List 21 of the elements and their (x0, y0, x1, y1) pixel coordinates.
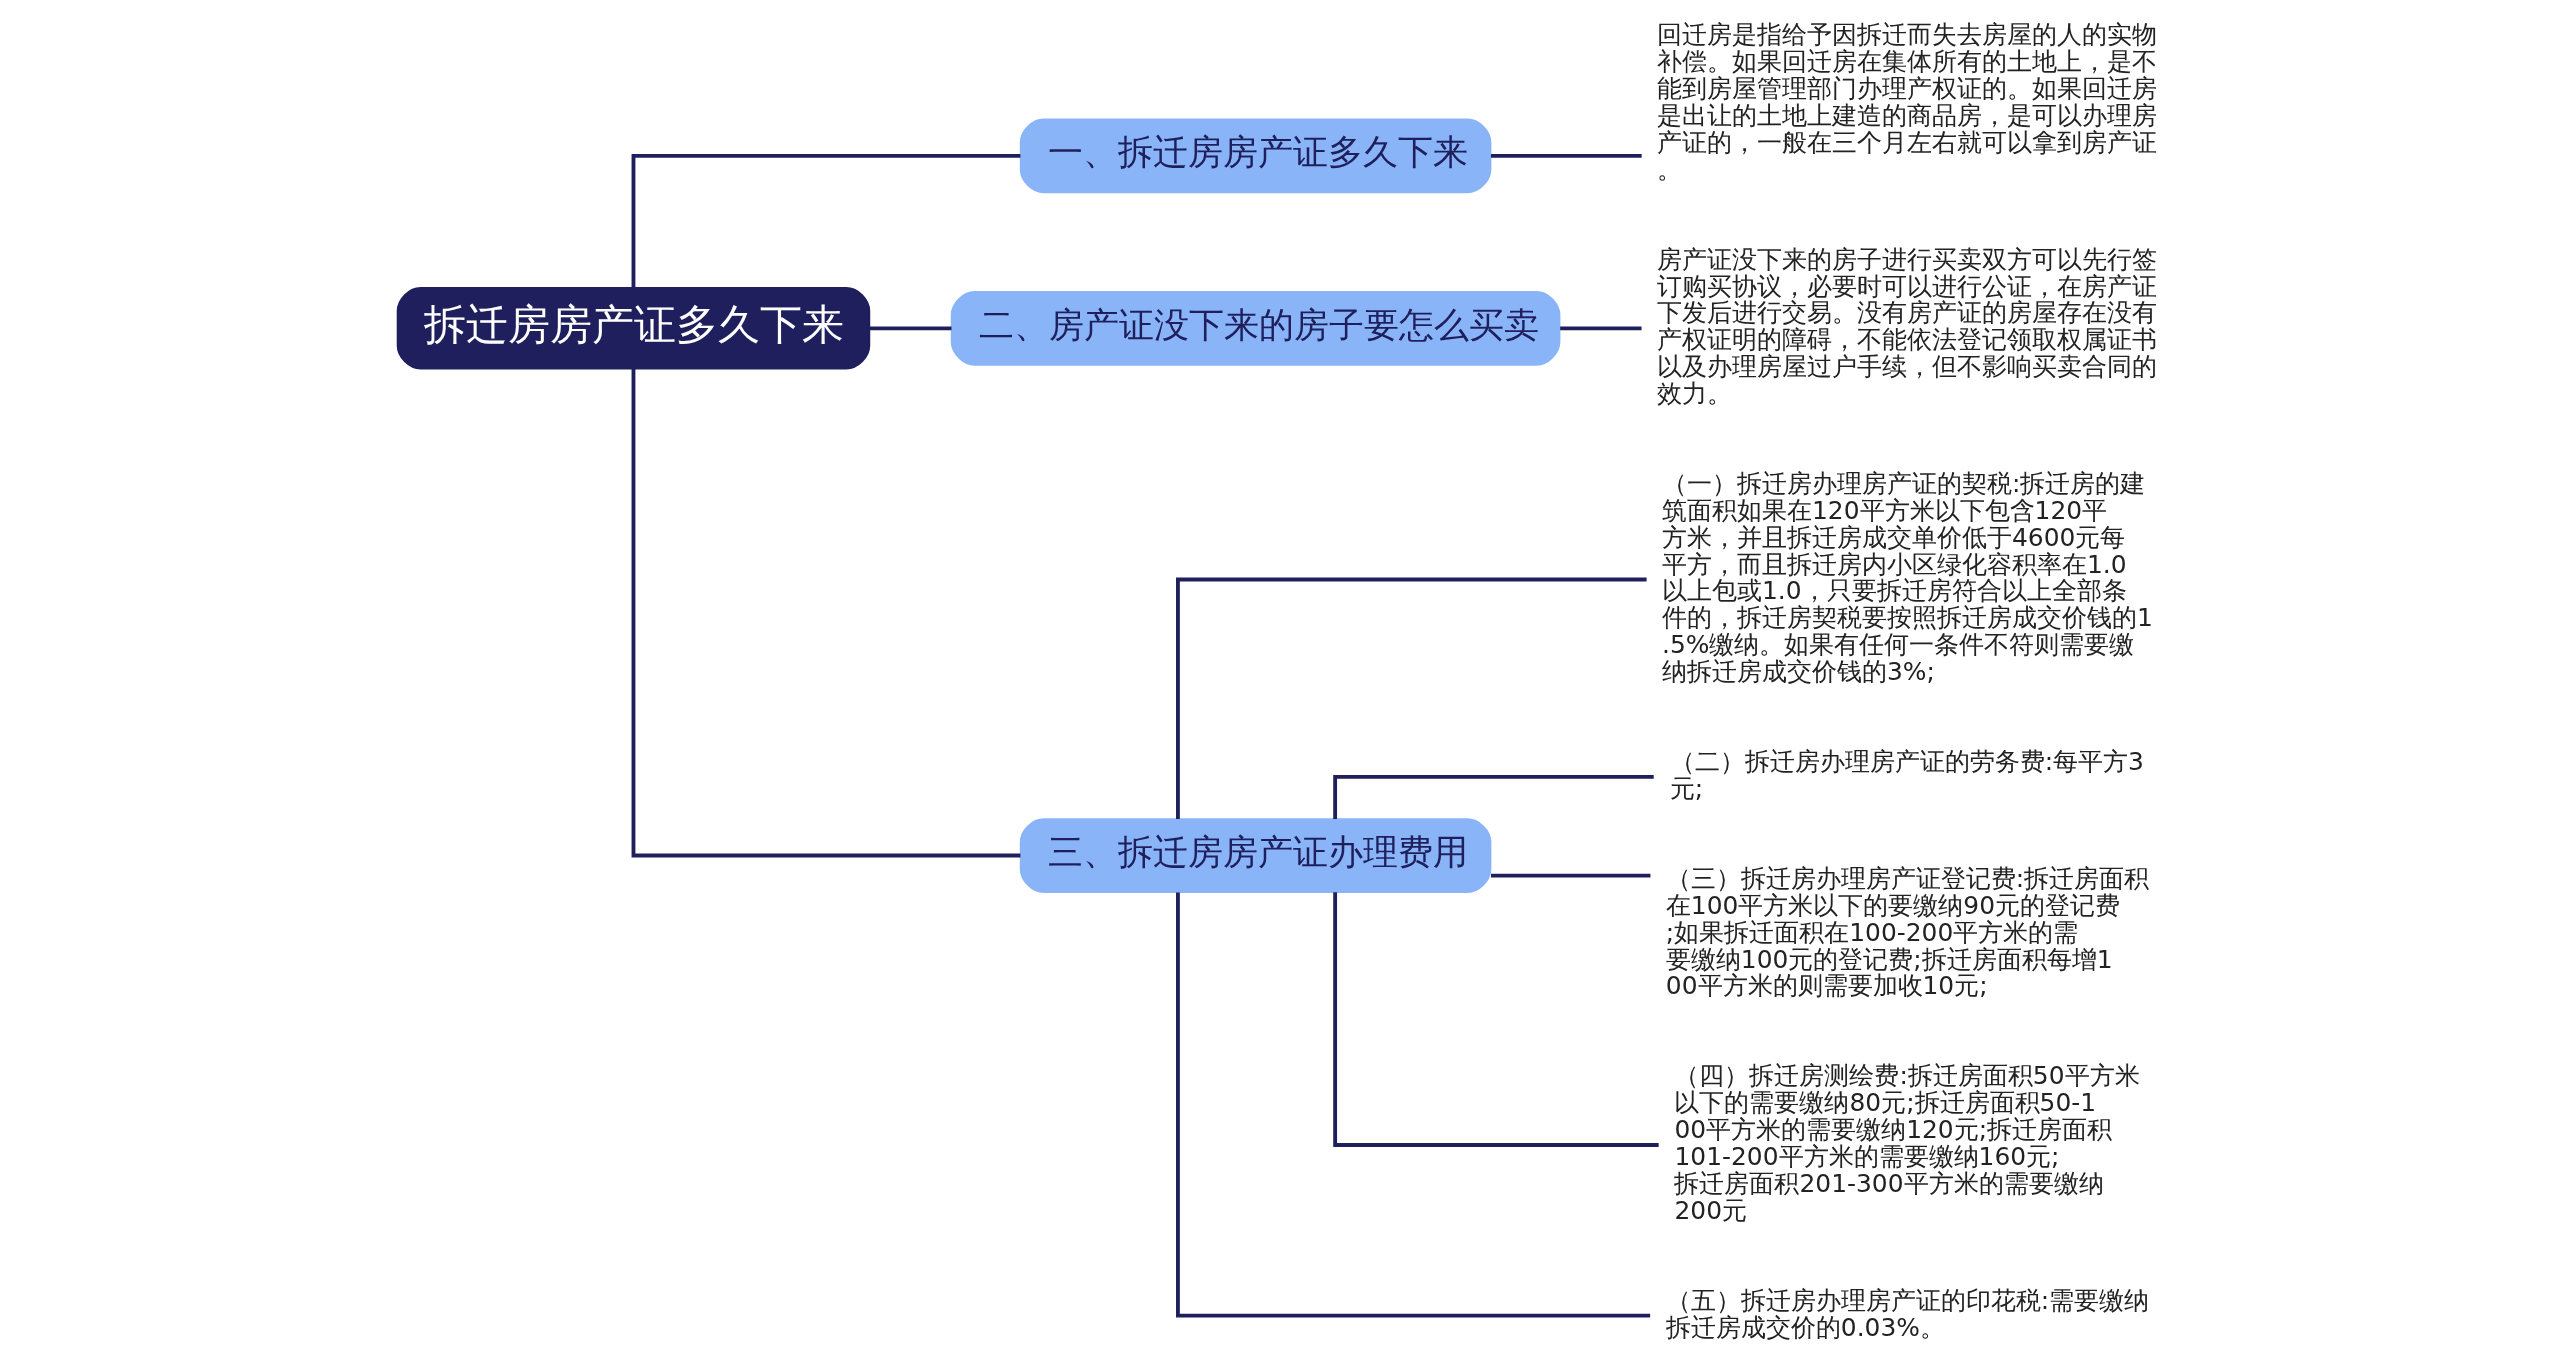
node-text: （三）拆迁房办理房产证登记费:拆迁房面积在100平方米以下的要缴纳90元的登记费;如果拆迁面积在100-200平方米的需要缴纳100元的登记费;拆迁房面积每增100平方米的则需要加收10元; (1665, 863, 2149, 1001)
connector (1332, 775, 1654, 819)
node-text: （一）拆迁房办理房产证的契税:拆迁房的建筑面积如果在120平方米以下包含120平方米，并且拆迁房成交单价低于4600元每平方，而且拆迁房内小区绿化容积率在1.0以上包或1.0，只要拆迁房符合以上全部条件的，拆迁房契税要按照拆迁房成交价钱的1.5%缴纳。如果有任何一条件不符则需要缴纳拆迁房成交价钱的3%; (1661, 469, 2153, 686)
node-box: 拆迁房房产证多久下来 (396, 287, 870, 370)
node-box: 一、拆迁房房产证多久下来 (1019, 118, 1491, 194)
connector (1559, 326, 1642, 331)
connector (1175, 577, 1647, 819)
connector (631, 153, 1020, 288)
connector (1490, 153, 1642, 158)
node-box: 三、拆迁房房产证办理费用 (1019, 818, 1491, 893)
node-text: （四）拆迁房测绘费:拆迁房面积50平方米以下的需要缴纳80元;拆迁房面积50-100平方米的需要缴纳120元;拆迁房面积101-200平方米的需要缴纳160元;拆迁房面积201-300平方米的需要缴纳200元 (1673, 1061, 2140, 1225)
connector (1332, 892, 1659, 1147)
node-text: 房产证没下来的房子进行买卖双方可以先行签订购买协议，必要时可以进行公证，在房产证下发后进行交易。没有房产证的房屋存在没有产权证明的障碍，不能依法登记领取权属证书以及办理房屋过户手续，但不影响买卖合同的效力。 (1656, 244, 2157, 408)
node-text: （二）拆迁房办理房产证的劳务费:每平方3元; (1669, 747, 2144, 803)
node-text: 回迁房是指给予因拆迁而失去房屋的人的实物补偿。如果回迁房在集体所有的土地上，是不能到房屋管理部门办理产权证的。如果回迁房是出让的土地上建造的商品房，是可以办理房产证的，一般在三个月左右就可以拿到房产证。 (1656, 20, 2157, 184)
node-text: （五）拆迁房办理房产证的印花税:需要缴纳拆迁房成交价的0.03%。 (1665, 1285, 2149, 1342)
connector (631, 368, 1020, 858)
connector (1175, 892, 1650, 1318)
connector (1490, 873, 1650, 878)
connector (869, 326, 951, 331)
node-box: 二、房产证没下来的房子要怎么买卖 (950, 290, 1560, 366)
